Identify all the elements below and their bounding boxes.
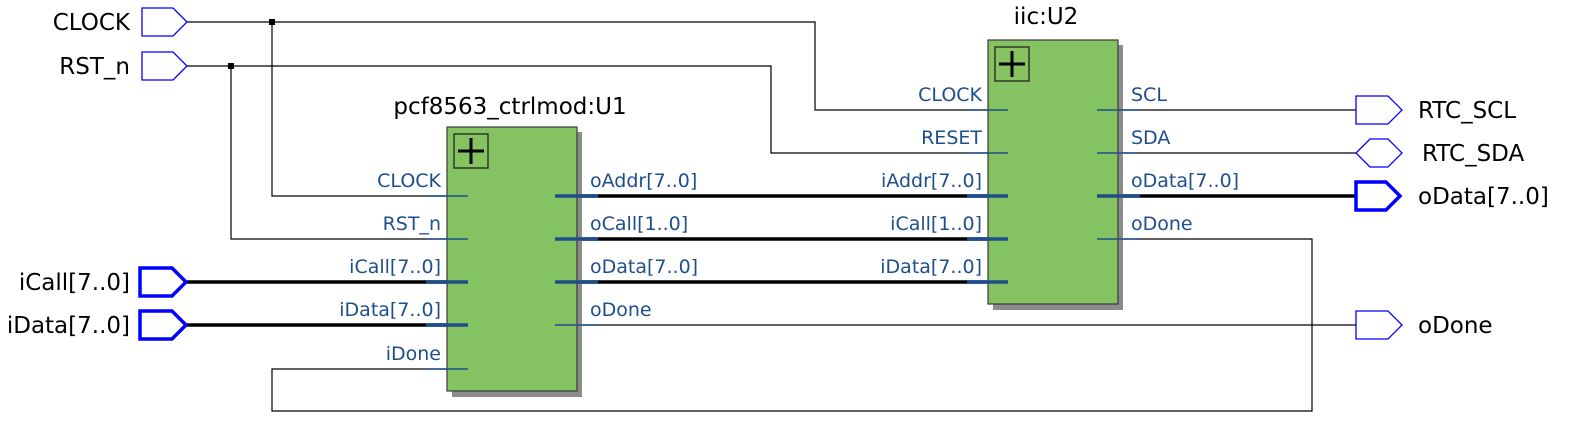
output-port-rtc-sda-label: RTC_SDA: [1422, 141, 1524, 167]
input-port-clock[interactable]: CLOCK: [53, 7, 188, 37]
output-port-rtc-scl[interactable]: RTC_SCL: [1355, 95, 1516, 125]
u2-pin-sda: SDA: [1131, 127, 1170, 149]
output-port-odone-label: oDone: [1418, 313, 1493, 339]
input-port-idata[interactable]: iData[7..0]: [7, 309, 189, 341]
input-port-idata-label: iData[7..0]: [7, 313, 130, 339]
u2-pin-odone: oDone: [1131, 213, 1193, 235]
junction-clock: [269, 19, 275, 25]
u2-pin-clock: CLOCK: [918, 84, 982, 106]
input-port-rst-n-label: RST_n: [59, 54, 130, 80]
input-port-rst-n[interactable]: RST_n: [59, 51, 188, 81]
output-port-odata-label: oData[7..0]: [1418, 184, 1549, 210]
u1-pin-clock: CLOCK: [377, 170, 441, 192]
u1-pin-oaddr: oAddr[7..0]: [590, 170, 697, 192]
input-port-icall[interactable]: iCall[7..0]: [19, 266, 189, 298]
u1-pin-icall: iCall[7..0]: [349, 256, 441, 278]
u1-pin-idata: iData[7..0]: [339, 299, 441, 321]
plus-icon[interactable]: [453, 133, 489, 169]
block-u2[interactable]: iic:U2 CLOCK RESET iAddr[7..0] iCall[1..…: [880, 4, 1239, 310]
u2-pin-idata: iData[7..0]: [880, 256, 982, 278]
output-port-rtc-sda[interactable]: RTC_SDA: [1355, 138, 1524, 168]
u1-pin-rst-n: RST_n: [383, 213, 441, 235]
junction-rst: [228, 63, 234, 69]
u2-pin-scl: SCL: [1131, 84, 1167, 106]
wires: [187, 21, 1356, 412]
block-u2-title: iic:U2: [1014, 4, 1079, 30]
wire-rst-to-u1: [230, 66, 468, 240]
u2-pin-odata: oData[7..0]: [1131, 170, 1239, 192]
output-port-odone[interactable]: oDone: [1355, 310, 1493, 340]
u1-pin-odata: oData[7..0]: [590, 256, 698, 278]
block-u1-title: pcf8563_ctrlmod:U1: [393, 94, 626, 120]
wire-clock-to-u2: [187, 21, 1008, 111]
wire-rst-to-u2: [187, 65, 1008, 154]
input-port-clock-label: CLOCK: [53, 10, 131, 36]
u1-pin-odone: oDone: [590, 299, 652, 321]
wire-clock-to-u1: [271, 22, 468, 197]
input-port-icall-label: iCall[7..0]: [19, 270, 130, 296]
block-u1[interactable]: pcf8563_ctrlmod:U1 CLOCK RST_n iCall[7..…: [339, 94, 698, 397]
plus-icon[interactable]: [994, 46, 1030, 82]
output-port-odata[interactable]: oData[7..0]: [1354, 180, 1549, 212]
block-u2-body[interactable]: [987, 39, 1119, 305]
u1-pin-ocall: oCall[1..0]: [590, 213, 688, 235]
u2-pin-reset: RESET: [921, 127, 982, 149]
wire-u2-odone-to-u1-idone: [271, 238, 1313, 412]
block-u1-body[interactable]: [446, 126, 578, 392]
u1-pin-idone: iDone: [386, 343, 441, 365]
output-port-rtc-scl-label: RTC_SCL: [1418, 98, 1516, 124]
u2-pin-icall: iCall[1..0]: [890, 213, 982, 235]
u2-pin-iaddr: iAddr[7..0]: [881, 170, 982, 192]
